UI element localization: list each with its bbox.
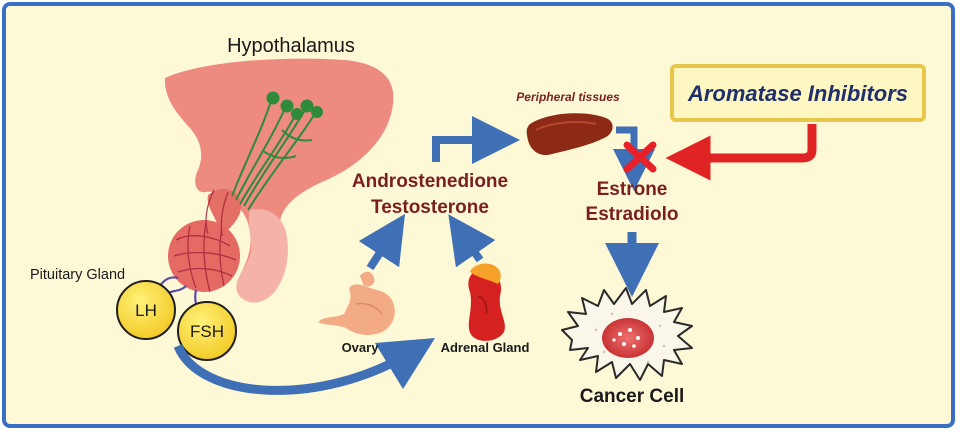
gonadotropin-arrow <box>173 337 436 395</box>
aromatase-inhibitors-box <box>670 64 926 122</box>
to-estrone-arrow <box>613 126 655 191</box>
neuron-bodies <box>266 91 323 120</box>
ovary-label: Ovary <box>342 340 380 355</box>
cancer-cell-label: Cancer Cell <box>580 386 685 407</box>
testosterone-label: Testosterone <box>371 197 489 218</box>
adrenal-gland-label: Adrenal Gland <box>441 340 530 355</box>
block-x-icon <box>623 141 657 173</box>
lh-label: LH <box>135 301 157 320</box>
lh-circle <box>116 280 176 340</box>
adrenal-up-arrow <box>448 214 496 268</box>
androstenedione-label: Androstenedione <box>352 171 508 192</box>
to-peripheral-arrow <box>432 116 520 164</box>
estradiolo-label: Estradiolo <box>586 204 679 225</box>
aromatase-inhibitors-label: Aromatase Inhibitors <box>687 81 908 106</box>
brain-icon <box>159 58 394 313</box>
neuron-icon <box>231 97 317 211</box>
fsh-circle <box>177 301 237 361</box>
peripheral-tissues-label: Peripheral tissues <box>516 90 620 104</box>
fsh-label: FSH <box>190 322 224 341</box>
pituitary-gland-label: Pituitary Gland <box>30 267 125 283</box>
hypothalamus-label: Hypothalamus <box>227 35 355 57</box>
estrone-label: Estrone <box>597 179 668 200</box>
liver-icon <box>526 113 613 156</box>
adrenal-gland-icon <box>468 263 505 341</box>
ovary-up-arrow <box>358 213 406 271</box>
ovary-icon <box>318 271 395 335</box>
cancer-cell-icon <box>561 287 693 381</box>
inhibition-arrow <box>665 124 817 181</box>
